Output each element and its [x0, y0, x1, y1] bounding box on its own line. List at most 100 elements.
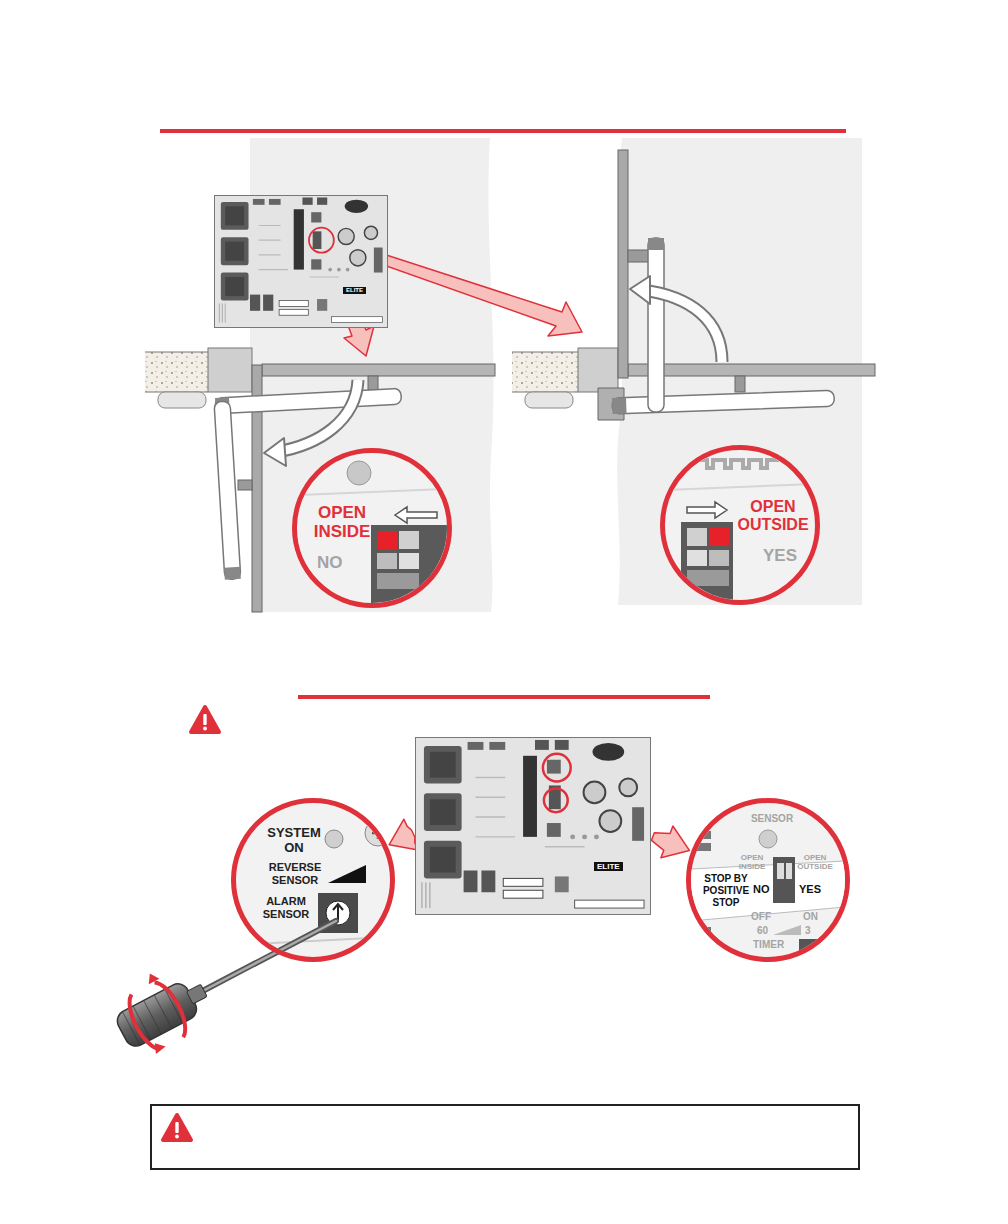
- circuit-board: [582, 834, 587, 839]
- circuit-board: [547, 760, 561, 774]
- screwdriver: [151, 1039, 166, 1053]
- circuit-board: [269, 199, 281, 205]
- potentiometer-zoom: [236, 921, 336, 957]
- dip-switch-zoom: [377, 573, 419, 589]
- circuit-board: [317, 197, 327, 204]
- circuit-board: [424, 841, 462, 879]
- circuit-board: [468, 742, 484, 750]
- gate-open-inside: [145, 352, 208, 392]
- circuit-board: [481, 870, 495, 892]
- circuit-board: [570, 834, 575, 839]
- potentiometer-zoom: [236, 937, 390, 945]
- gate-open-inside: [145, 352, 208, 392]
- warning-box: [175, 1122, 178, 1133]
- dip-switch-zoom: [665, 484, 815, 490]
- gate-open-outside: [612, 398, 627, 414]
- screwdriver: [122, 994, 160, 1054]
- switch-label: REVERSE SENSOR: [266, 861, 324, 887]
- circuit-board: [279, 309, 308, 315]
- dip-switch-zoom: [773, 857, 795, 903]
- dip-switch-zoom: [697, 843, 711, 851]
- switch-label: ON: [803, 911, 818, 923]
- warning-box: [163, 1115, 191, 1140]
- circuit-board: [503, 878, 543, 886]
- dip-switch-zoom: [773, 925, 801, 935]
- circuit-board: [489, 742, 505, 750]
- warning-box: [151, 1105, 859, 1169]
- screwdriver: [104, 955, 220, 1063]
- switch-label: YES: [763, 546, 797, 566]
- circuit-board: [263, 295, 273, 311]
- switch-label: OPEN INSIDE: [309, 503, 375, 541]
- brand-label: ELITE: [343, 287, 366, 294]
- circuit-board: [430, 847, 456, 873]
- potentiometer-zoom: [333, 904, 343, 920]
- zoom-callout: OPEN INSIDE NO: [292, 448, 452, 608]
- gate-open-outside: [612, 390, 834, 414]
- gate-open-outside: [512, 352, 578, 392]
- dip-switch-zoom: [697, 831, 711, 839]
- dip-switch-zoom: [681, 522, 733, 600]
- dip-switch-zoom: [697, 927, 711, 935]
- circuit-board: [332, 317, 383, 323]
- circuit-board: [311, 259, 321, 269]
- switch-label: 3: [805, 925, 811, 937]
- brand-label: ELITE: [594, 862, 623, 871]
- circuit-board: [338, 228, 354, 244]
- circuit-board: [309, 228, 334, 253]
- circuit-board: [225, 242, 244, 261]
- dip-switch-zoom: [777, 863, 784, 879]
- dip-switch-zoom: [759, 830, 777, 848]
- switch-label: NO: [317, 553, 343, 573]
- circuit-board: [253, 199, 265, 205]
- circuit-board: [575, 900, 644, 908]
- gate-open-outside: [648, 238, 664, 412]
- circuit-board: [225, 206, 244, 225]
- dip-switch-zoom: [687, 502, 727, 518]
- dip-switch-zoom: [695, 460, 779, 468]
- circuit-board: [350, 250, 366, 266]
- circuit-board: [221, 273, 249, 301]
- gate-open-inside: [276, 380, 358, 452]
- circuit-board: [555, 876, 569, 892]
- gate-open-inside: [264, 438, 286, 466]
- gate-open-inside: [145, 348, 495, 612]
- switch-label: SENSOR: [747, 813, 797, 825]
- circuit-board: [475, 778, 584, 847]
- dip-switch-zoom: [395, 507, 437, 523]
- gate-open-outside: [642, 290, 722, 362]
- circuit-board: [599, 810, 621, 832]
- gate-open-outside: [630, 276, 650, 304]
- circuit-board: [259, 225, 339, 277]
- dip-switch-zoom: [377, 531, 397, 549]
- circuit-board: [215, 196, 387, 327]
- circuit-board: [464, 870, 478, 892]
- switch-label: OPEN OUTSIDE: [735, 498, 811, 534]
- switch-label: NO: [753, 883, 770, 896]
- circuit-board: [294, 209, 304, 269]
- gate-open-inside: [368, 376, 378, 390]
- screwdriver: [104, 921, 336, 1063]
- dip-switch-zoom: [709, 550, 729, 566]
- dip-switch-zoom: [687, 528, 707, 546]
- dip-switch-zoom: [399, 531, 419, 549]
- circuit-board: [317, 299, 327, 311]
- circuit-board: [221, 202, 249, 230]
- warning-box: [151, 1105, 859, 1169]
- gate-open-inside: [224, 567, 241, 580]
- circuit-board: [547, 823, 561, 837]
- gate-open-outside: [735, 376, 745, 392]
- circuit-board: [422, 882, 430, 908]
- circuit-board: [594, 834, 599, 839]
- circuit-board: [424, 793, 462, 831]
- potentiometer-zoom: [236, 921, 336, 957]
- potentiometer-zoom: [365, 820, 390, 846]
- circuit-board: [225, 277, 244, 296]
- circuit-board: [219, 303, 225, 322]
- zoom-callout: SYSTEM ONREVERSE SENSORALARM SENSOR: [231, 798, 395, 962]
- screwdriver: [154, 977, 192, 1037]
- circuit-board: [364, 226, 377, 239]
